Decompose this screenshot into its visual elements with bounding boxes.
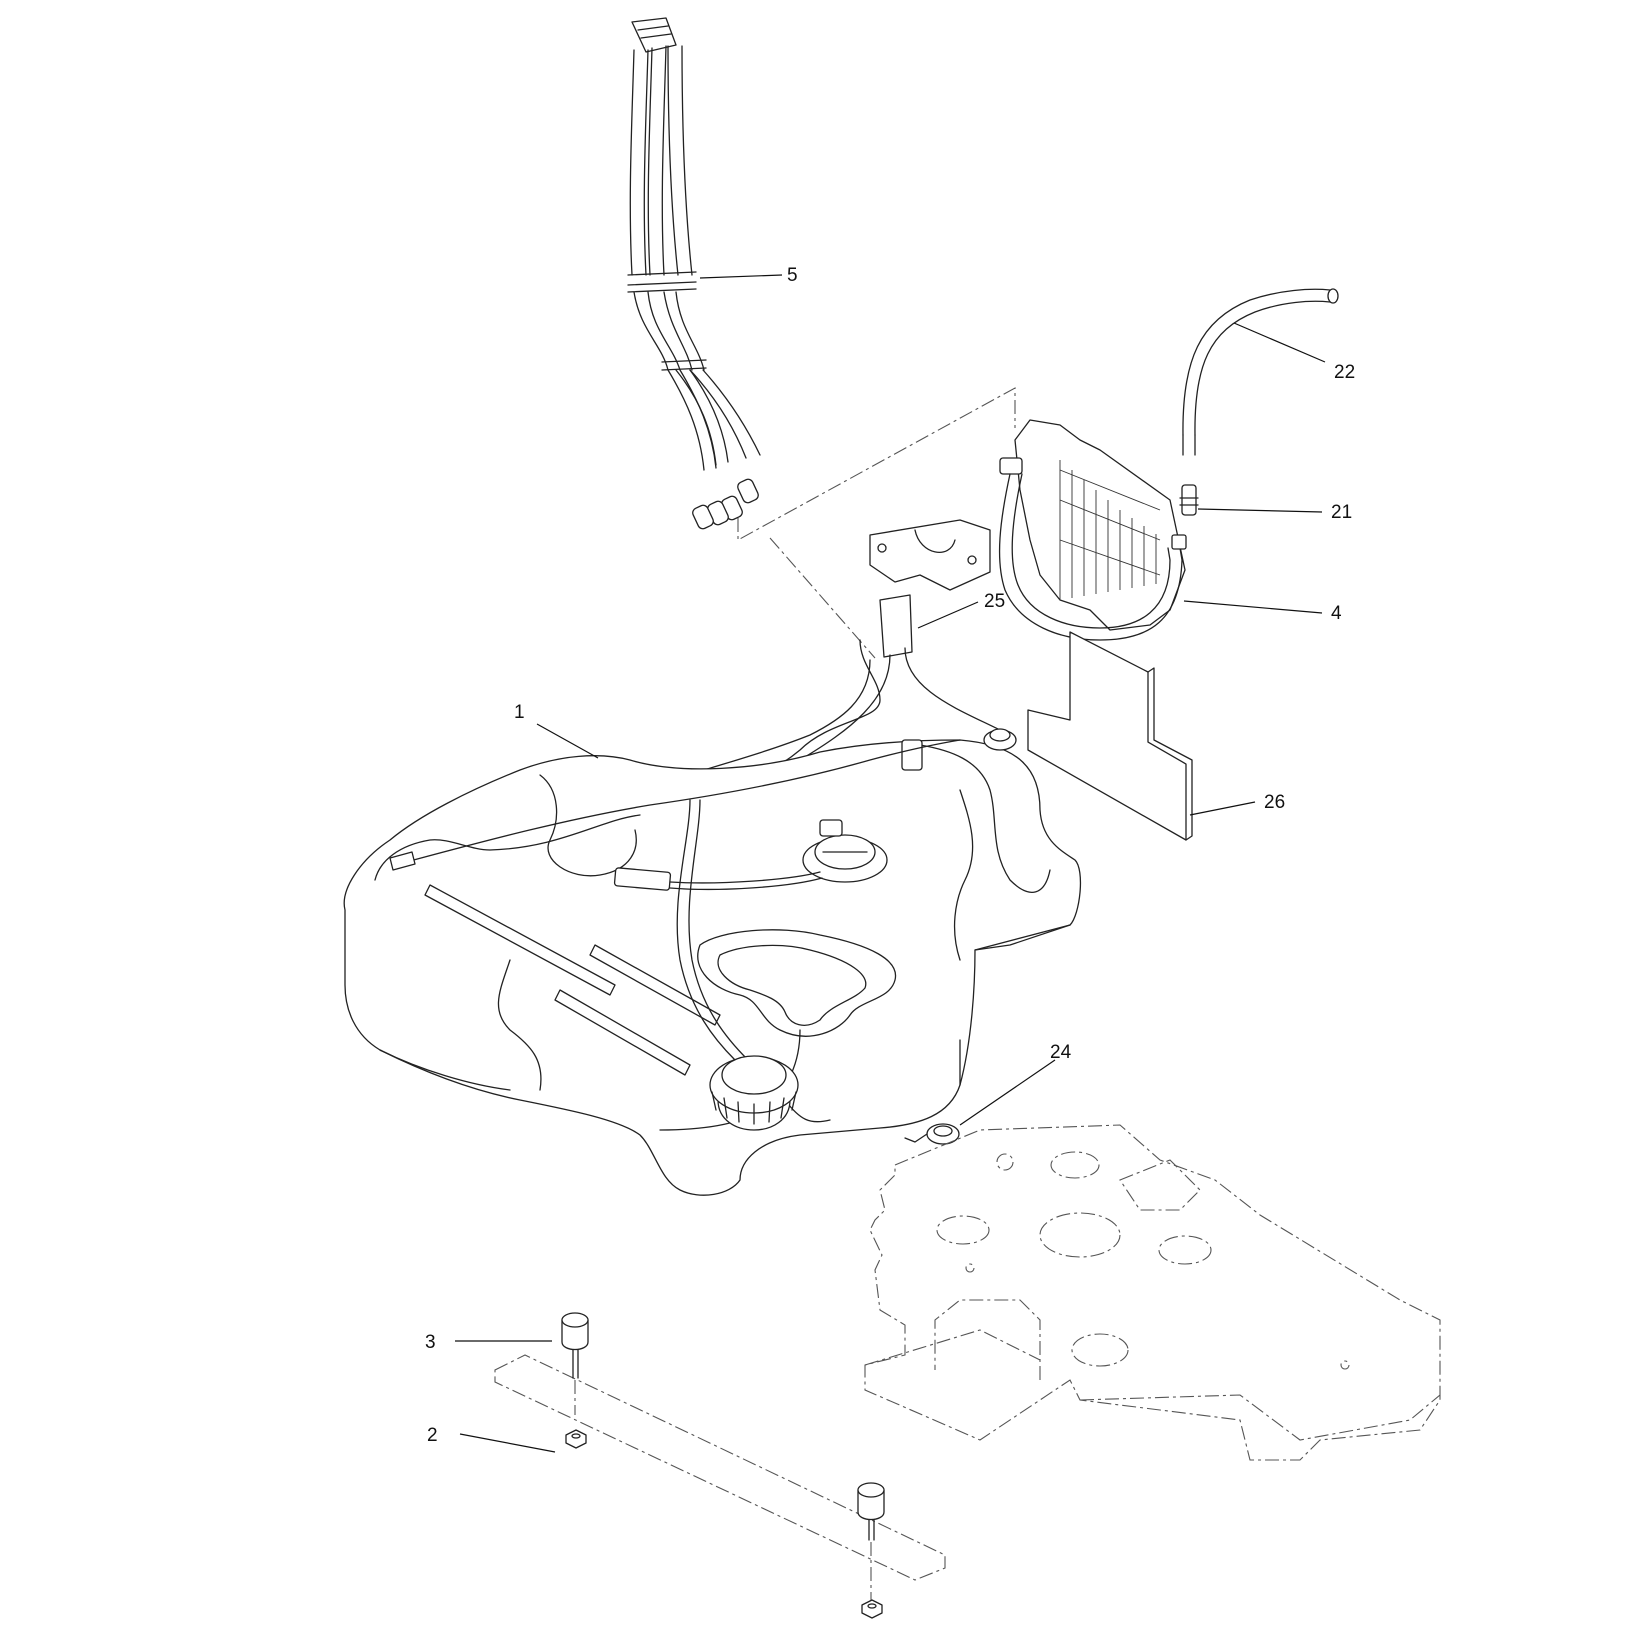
callout-5: 5	[787, 265, 798, 286]
bumper-3-left	[561, 1312, 589, 1415]
rail-phantom	[494, 1354, 946, 1581]
callout-22: 22	[1334, 362, 1355, 383]
filler-hose-assembly	[627, 17, 761, 530]
leader-lines	[455, 274, 1326, 1453]
callout-4: 4	[1331, 603, 1342, 624]
callout-2: 2	[427, 1425, 438, 1446]
callout-1: 1	[514, 702, 525, 723]
fitting-21	[1179, 484, 1199, 516]
callout-3: 3	[425, 1332, 436, 1353]
filler-cap	[709, 1055, 799, 1131]
callout-26: 26	[1264, 792, 1285, 813]
charcoal-canister-assembly	[998, 419, 1187, 641]
nut-2-left	[565, 1429, 587, 1449]
phantom-line-upper	[737, 387, 1016, 541]
bumper-3-right	[857, 1482, 885, 1600]
phantom-line-to-tank	[769, 537, 876, 659]
grommet-24	[904, 1123, 960, 1145]
hose-22	[1182, 288, 1339, 456]
callout-21: 21	[1331, 502, 1352, 523]
pad-26	[1027, 631, 1193, 841]
mounting-plate-phantom	[864, 1124, 1441, 1461]
callout-24: 24	[1050, 1042, 1072, 1063]
callout-25: 25	[984, 591, 1005, 612]
bracket-25	[869, 519, 991, 591]
fuel-tank	[343, 728, 1082, 1196]
callout-labels: 5 22 21 4 25 26 1 24 3 2	[425, 265, 1355, 1446]
nut-2-right	[861, 1599, 883, 1619]
